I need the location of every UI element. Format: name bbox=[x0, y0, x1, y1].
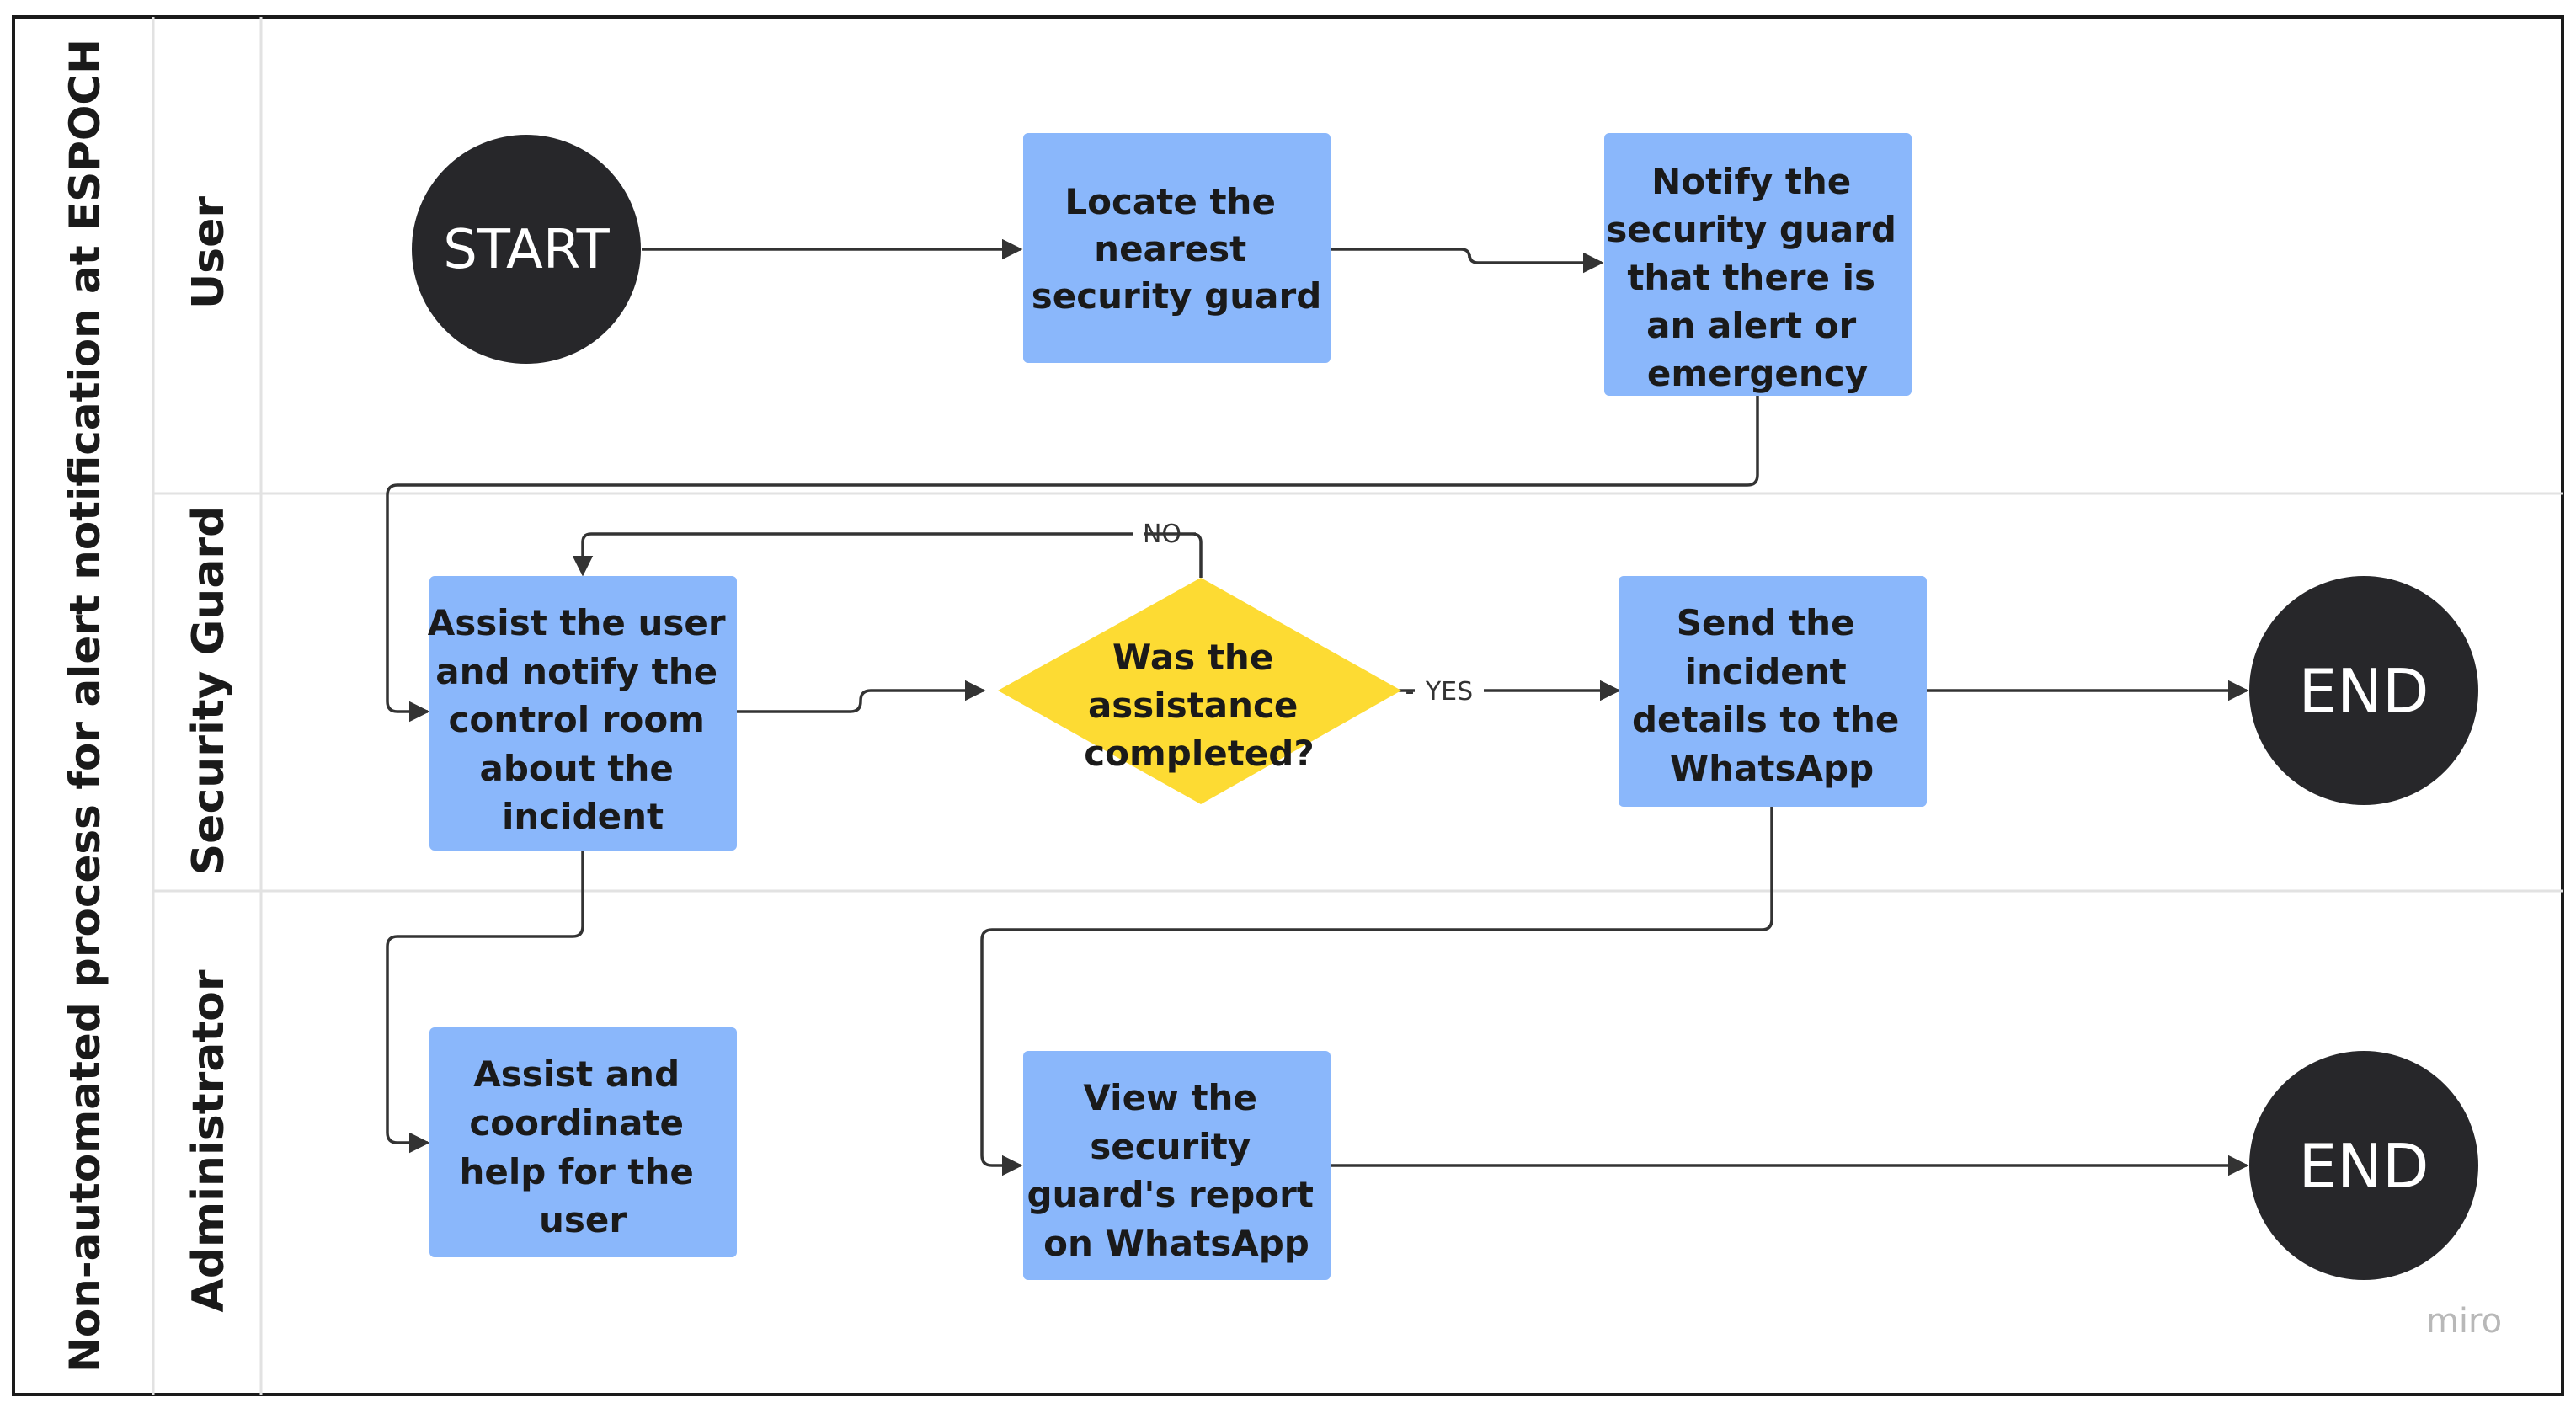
process-locate-guard-text: Locate the nearest security guard bbox=[1032, 181, 1322, 317]
end-node-guard bbox=[2249, 576, 2478, 805]
diagram-title: Non-automated process for alert notifica… bbox=[61, 39, 109, 1373]
lane-label-security-guard: Security Guard bbox=[184, 506, 234, 876]
start-node bbox=[412, 135, 641, 364]
process-send-details-text: Send the incident details to the WhatsAp… bbox=[1632, 602, 1912, 789]
process-assist-notify bbox=[429, 576, 737, 851]
end-label-guard: END bbox=[2299, 656, 2429, 727]
edge-assist-to-decision bbox=[737, 680, 986, 713]
end-node-admin bbox=[2249, 1051, 2478, 1280]
edge-decision-no-to-assist bbox=[572, 532, 1133, 577]
process-send-details bbox=[1619, 576, 1927, 807]
edge-label-yes: YES bbox=[1425, 677, 1473, 707]
edge-send-to-view-report bbox=[980, 807, 1773, 1176]
edge-label-yes-dash: - bbox=[1405, 677, 1415, 707]
edge-decision-no-segment bbox=[1144, 532, 1203, 578]
edge-label-no: NO bbox=[1143, 520, 1181, 549]
process-view-report bbox=[1023, 1051, 1331, 1280]
edge-locate-to-notify bbox=[1331, 248, 1604, 274]
miro-watermark: miro bbox=[2426, 1302, 2502, 1341]
process-view-report-text: View the security guard's report on What… bbox=[1027, 1077, 1325, 1264]
start-label: START bbox=[443, 219, 610, 281]
process-assist-coordinate-text: Assist and coordinate help for the user bbox=[459, 1053, 706, 1240]
end-label-admin: END bbox=[2299, 1131, 2429, 1202]
process-assist-notify-text: Assist the user and notify the control r… bbox=[428, 602, 738, 837]
process-locate-guard bbox=[1023, 133, 1331, 363]
decision-assistance-completed bbox=[998, 578, 1401, 804]
process-assist-coordinate bbox=[429, 1027, 737, 1257]
edge-assist-to-coordinate bbox=[386, 851, 584, 1154]
process-notify-guard-text: Notify the security guard that there is … bbox=[1606, 161, 1908, 394]
lane-label-user: User bbox=[184, 196, 234, 309]
lane-label-administrator: Administrator bbox=[184, 969, 234, 1312]
decision-assistance-completed-text: Was the assistance completed? bbox=[1084, 637, 1314, 774]
edge-notify-to-assist bbox=[386, 396, 1759, 723]
process-notify-guard bbox=[1604, 133, 1912, 396]
